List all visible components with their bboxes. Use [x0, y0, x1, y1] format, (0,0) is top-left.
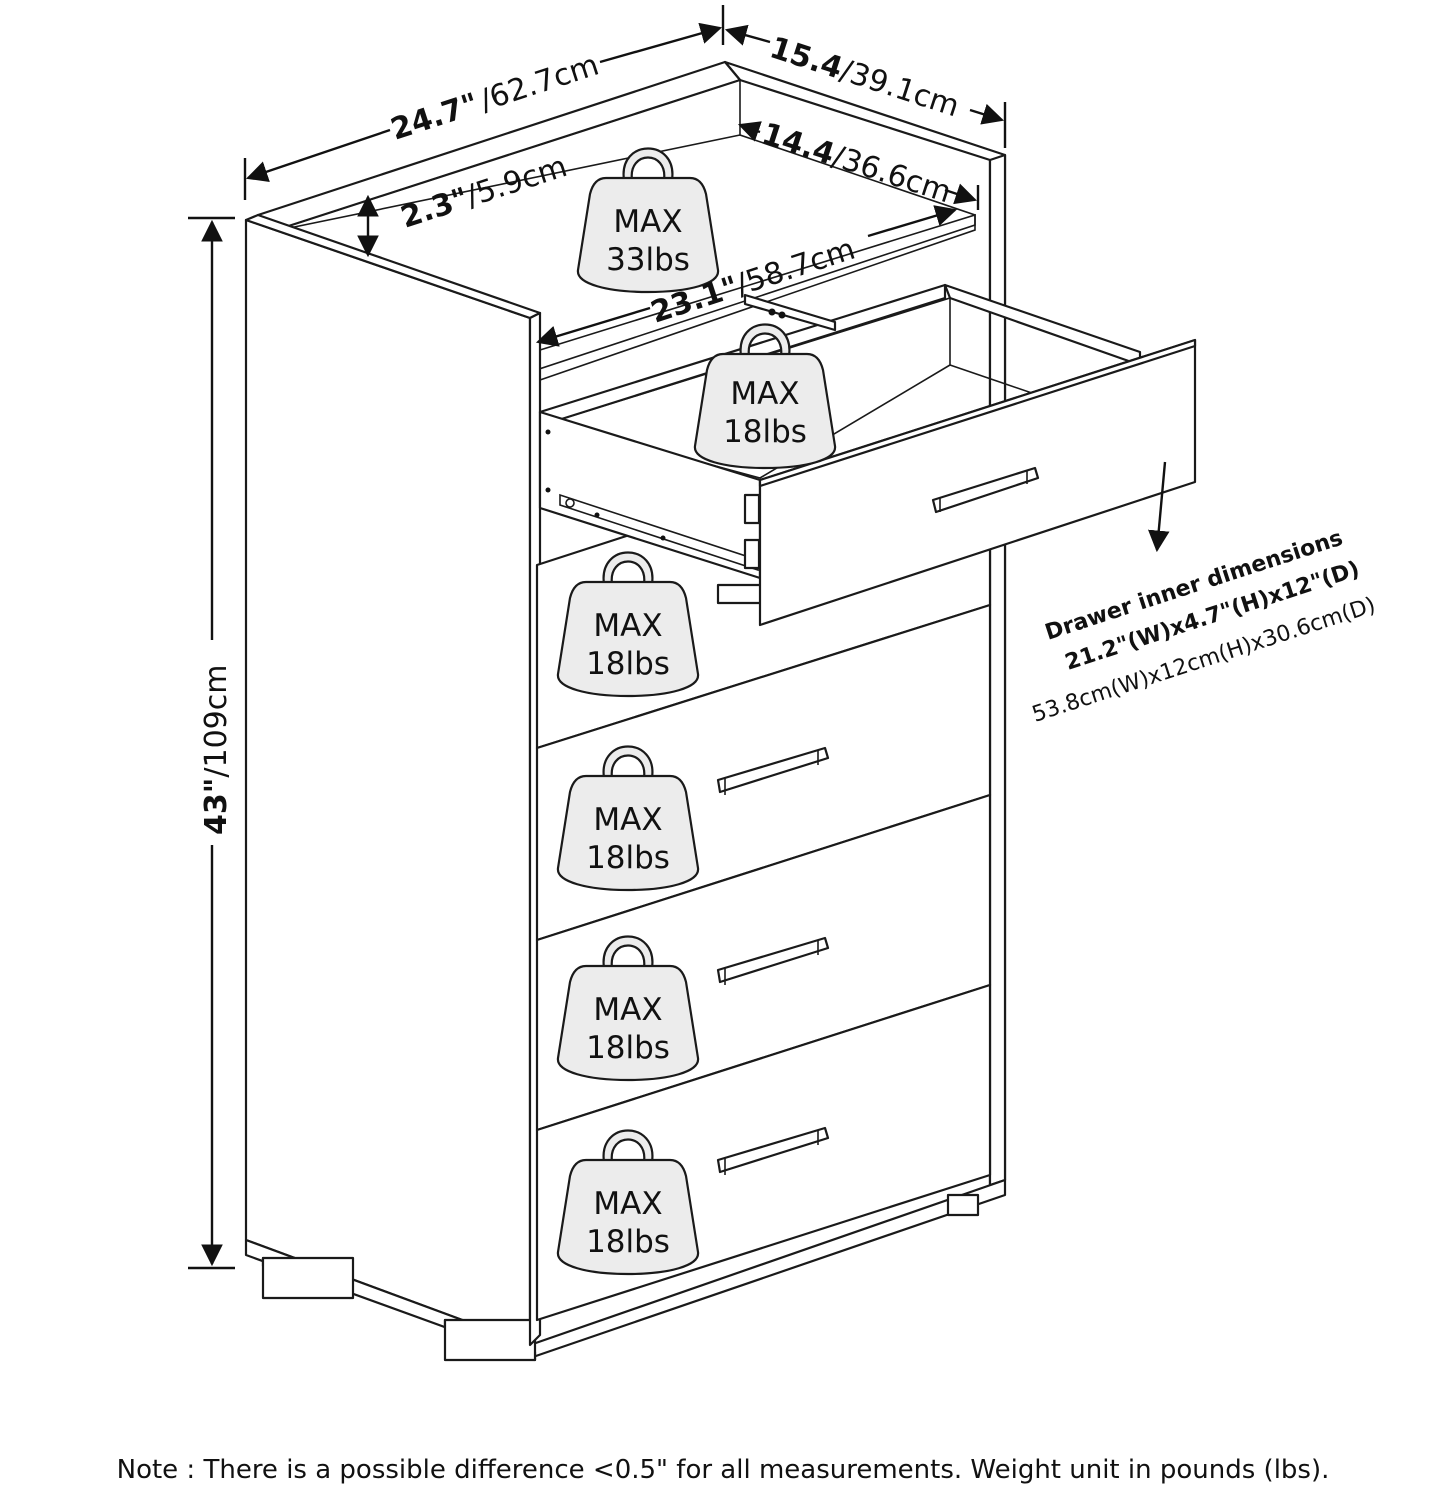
dim-inner-depth: 14.4/36.6cm	[737, 116, 980, 210]
weight-icon-open-drawer: MAX 18lbs	[693, 323, 837, 470]
weight-d1-line1: MAX	[593, 608, 662, 644]
top-opening-floor	[539, 213, 976, 382]
dim-inner-depth-cm: /36.6cm	[828, 139, 955, 210]
weight-icon-drawer-4: MAX 18lbs	[556, 1129, 700, 1276]
foot-left-block	[261, 1256, 355, 1300]
weight-open-line2: 18lbs	[723, 414, 807, 450]
weight-d4-line2: 18lbs	[586, 1224, 670, 1260]
weight-d2-line1: MAX	[593, 802, 662, 838]
dim-height: 43"/109cm	[188, 216, 235, 1270]
weight-icon-top: MAX 33lbs	[576, 147, 720, 294]
foot-front-block	[443, 1318, 537, 1362]
weight-d3-line1: MAX	[593, 992, 662, 1028]
dim-depth-in: 15.4	[766, 30, 847, 86]
dim-height-in: 43"	[199, 778, 234, 835]
weight-open-line1: MAX	[730, 376, 799, 412]
slide-clip-lower	[743, 538, 761, 570]
dim-width-in: 24.7"	[387, 87, 483, 148]
slide-clip-upper	[743, 493, 761, 525]
weight-top-line2: 33lbs	[606, 242, 690, 278]
dim-inner-depth-in: 14.4	[758, 116, 839, 172]
open-drawer-right-side	[943, 283, 1142, 367]
drawer-handle-1-stub	[716, 583, 768, 605]
cabinet	[244, 60, 1007, 1362]
foot-right	[946, 1193, 980, 1217]
drawer-runner	[559, 493, 759, 572]
measurement-note: Note : There is a possible difference <0…	[116, 1455, 1330, 1485]
svg-text:43"/109cm: 43"/109cm	[199, 665, 234, 835]
dim-height-cm: /109cm	[199, 665, 234, 778]
drawer-handle-3[interactable]	[716, 936, 830, 985]
weight-d1-line2: 18lbs	[586, 646, 670, 682]
weight-icon-drawer-1: MAX 18lbs	[556, 551, 700, 698]
cabinet-runner	[743, 293, 837, 332]
weight-d4-line1: MAX	[593, 1186, 662, 1222]
weight-icon-drawer-3: MAX 18lbs	[556, 935, 700, 1082]
weight-d3-line2: 18lbs	[586, 1030, 670, 1066]
open-drawer-front-top	[758, 338, 1197, 488]
drawer-handle-4[interactable]	[716, 1126, 830, 1175]
dim-rail-in: 2.3"	[397, 181, 473, 236]
weight-top-line1: MAX	[613, 204, 682, 240]
open-drawer-handle[interactable]	[931, 466, 1040, 514]
cabinet-left-side	[244, 218, 532, 1347]
weight-d2-line2: 18lbs	[586, 840, 670, 876]
drawer-handle-2[interactable]	[716, 746, 830, 795]
weight-icon-drawer-2: MAX 18lbs	[556, 745, 700, 892]
